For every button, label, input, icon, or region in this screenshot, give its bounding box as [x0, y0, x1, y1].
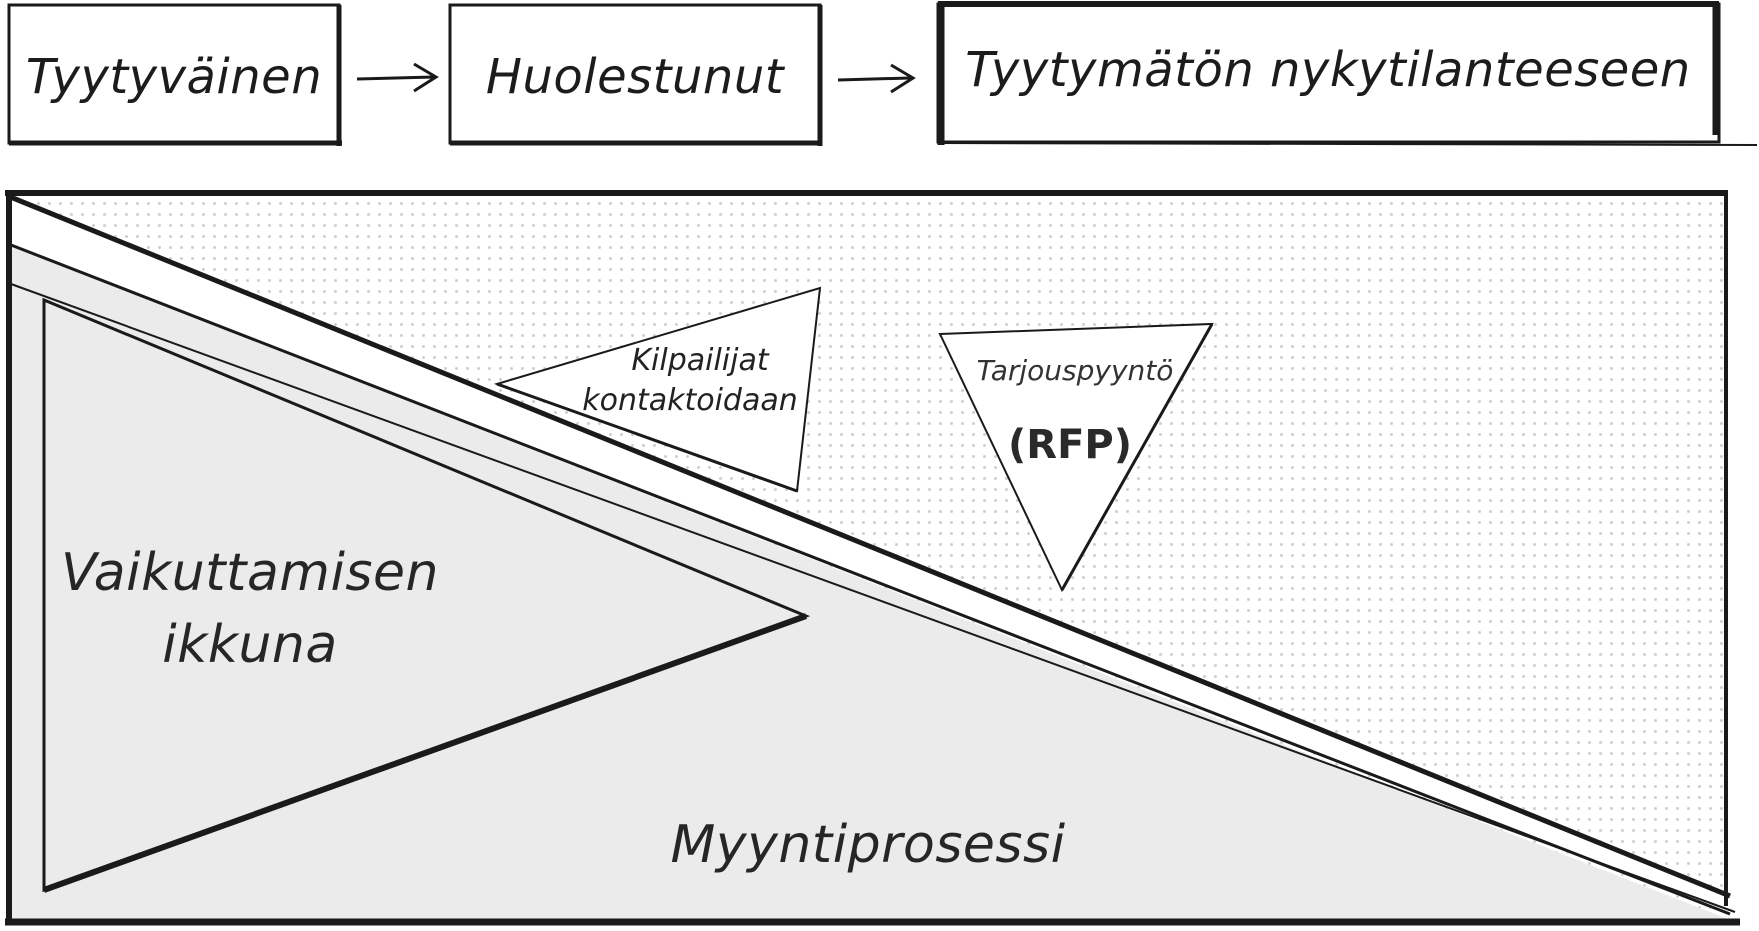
- influence-window-label-line1: Vaikuttamisen: [61, 543, 439, 603]
- upper-diagonal-line: [7, 193, 1731, 899]
- competitors-label-line1: Kilpailijat: [631, 343, 769, 378]
- rfp-label-line1: Tarjouspyyntö: [977, 354, 1174, 387]
- arrow-right-icon: [837, 63, 916, 94]
- sales-process-label: Myyntiprosessi: [670, 815, 1065, 875]
- competitors-label-line2: kontaktoidaan: [582, 383, 798, 418]
- diagonal-band: [8, 196, 1725, 914]
- rfp-label-line2: (RFP): [1008, 422, 1132, 468]
- competitors-triangle: Kilpailijat kontaktoidaan: [493, 286, 822, 493]
- stage-label-worried: Huolestunut: [486, 49, 786, 105]
- stage-label-satisfied: Tyytyväinen: [26, 49, 322, 105]
- influence-window-label-line2: ikkuna: [162, 615, 337, 675]
- stage-box-dissatisfied: Tyytymätön nykytilanteeseen: [936, 1, 1758, 146]
- arrow-right-icon: [356, 62, 439, 93]
- lower-diagonal-line: [10, 243, 1731, 916]
- stage-flow: Tyytyväinen Huolestunut Tyytymätön nykyt: [7, 1, 1758, 146]
- stage-box-worried: Huolestunut: [448, 3, 823, 146]
- stage-box-satisfied: Tyytyväinen: [7, 3, 342, 146]
- rfp-triangle: Tarjouspyyntö (RFP): [938, 322, 1214, 593]
- main-frame: Vaikuttamisen ikkuna Myyntiprosessi: [5, 190, 1740, 926]
- stage-label-dissatisfied: Tyytymätön nykytilanteeseen: [965, 42, 1690, 98]
